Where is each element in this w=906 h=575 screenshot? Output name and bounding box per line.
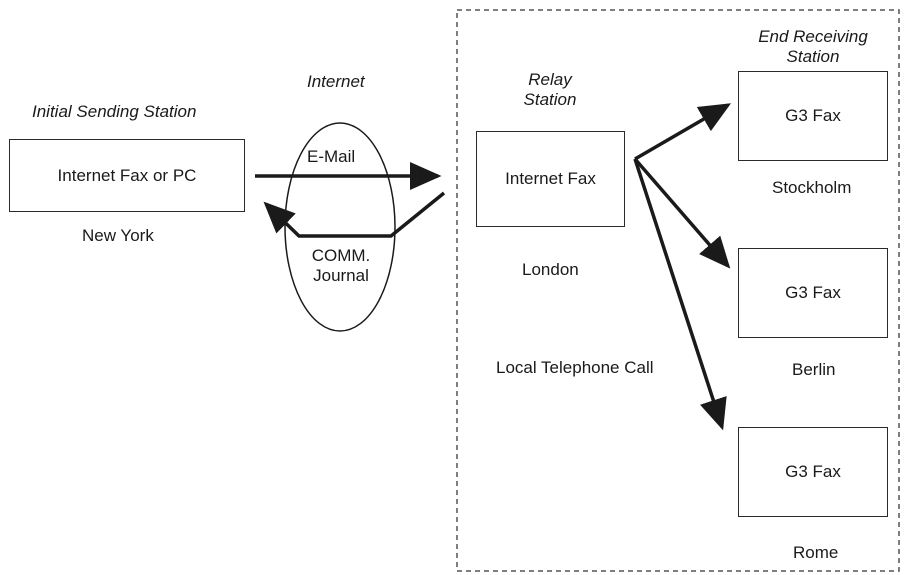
- end-receiving-heading-line2: Station: [786, 47, 840, 66]
- location-rome: Rome: [793, 543, 839, 562]
- end-receiving-heading-line1: End Receiving: [758, 27, 868, 46]
- g3-fax-box-berlin: G3 Fax: [738, 248, 888, 338]
- local-telephone-call-label: Local Telephone Call: [496, 358, 654, 377]
- relay-station-box: Internet Fax: [476, 131, 625, 227]
- relay-station-heading-line2: Station: [523, 90, 577, 109]
- g3-fax-label-rome: G3 Fax: [785, 462, 841, 481]
- location-berlin: Berlin: [792, 360, 836, 379]
- relay-station-heading-line1: Relay: [528, 70, 572, 89]
- g3-fax-label-stockholm: G3 Fax: [785, 106, 841, 125]
- relay-station-heading: Relay Station: [505, 70, 595, 110]
- location-stockholm: Stockholm: [772, 178, 852, 197]
- sending-station-box: Internet Fax or PC: [9, 139, 245, 212]
- comm-journal-arrow: [263, 191, 446, 238]
- comm-journal-label-line1: COMM.: [311, 246, 371, 265]
- internet-heading: Internet: [307, 72, 365, 91]
- arrow-to-stockholm: [634, 103, 732, 161]
- arrow-to-rome: [633, 158, 727, 431]
- g3-fax-label-berlin: G3 Fax: [785, 283, 841, 302]
- comm-journal-label-line2: Journal: [313, 266, 369, 285]
- sending-station-location: New York: [82, 226, 154, 245]
- sending-station-box-label: Internet Fax or PC: [57, 165, 197, 185]
- comm-journal-label: COMM. Journal: [299, 246, 383, 286]
- relay-station-location: London: [522, 260, 579, 279]
- g3-fax-box-rome: G3 Fax: [738, 427, 888, 517]
- arrow-to-berlin: [633, 157, 731, 269]
- end-receiving-station-heading: End Receiving Station: [738, 27, 888, 67]
- sending-station-heading: Initial Sending Station: [32, 102, 197, 121]
- relay-region-border: [456, 9, 900, 572]
- email-label: E-Mail: [307, 147, 356, 166]
- g3-fax-box-stockholm: G3 Fax: [738, 71, 888, 161]
- relay-station-box-label: Internet Fax: [505, 169, 596, 188]
